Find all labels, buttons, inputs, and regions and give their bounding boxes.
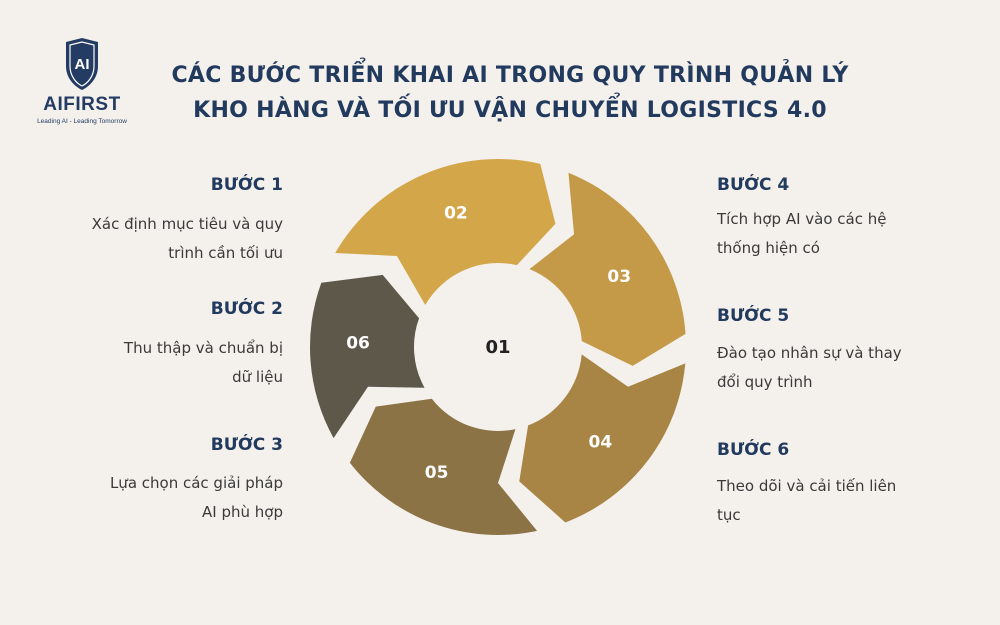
step-1-text: Xác định mục tiêu và quy trình cần tối ư… (92, 210, 283, 268)
step-4-line-2: thống hiện có (717, 239, 820, 257)
step-5-text: Đào tạo nhân sự và thay đổi quy trình (717, 339, 902, 397)
logo-emblem-text: AI (75, 56, 90, 73)
title-line-1: CÁC BƯỚC TRIỂN KHAI AI TRONG QUY TRÌNH Q… (171, 63, 849, 88)
cycle-segment-label-02: 02 (444, 203, 468, 223)
cycle-segment-05 (349, 398, 538, 535)
center-label: 01 (485, 337, 510, 358)
step-3-heading: BƯỚC 3 (210, 435, 283, 455)
step-6-heading: BƯỚC 6 (717, 440, 790, 460)
step-2-line-1: Thu thập và chuẩn bị (123, 339, 283, 357)
center-circle (418, 267, 578, 427)
cycle-segment-label-05: 05 (425, 463, 449, 483)
step-3-text: Lựa chọn các giải pháp AI phù hợp (110, 469, 283, 527)
cycle-segment-02 (335, 159, 556, 305)
step-3-line-1: Lựa chọn các giải pháp (109, 474, 283, 492)
step-1-heading: BƯỚC 1 (210, 175, 283, 195)
cycle-segment-label-06: 06 (346, 333, 370, 353)
page-title: CÁC BƯỚC TRIỂN KHAI AI TRONG QUY TRÌNH Q… (140, 58, 880, 128)
step-4-heading: BƯỚC 4 (717, 175, 790, 195)
cycle-segment-label-03: 03 (607, 267, 631, 287)
step-5-heading: BƯỚC 5 (717, 306, 790, 326)
step-6-line-2: tục (717, 506, 741, 524)
logo-name: AIFIRST (43, 94, 121, 115)
step-4-line-1: Tích hợp AI vào các hệ (717, 210, 887, 228)
title-line-2: KHO HÀNG VÀ TỐI ƯU VẬN CHUYỂN LOGISTICS … (193, 98, 827, 123)
step-6-line-1: Theo dõi và cải tiến liên (717, 477, 897, 495)
cycle-segment-label-04: 04 (589, 432, 613, 452)
step-2-heading: BƯỚC 2 (210, 299, 283, 319)
step-1-line-1: Xác định mục tiêu và quy (91, 215, 283, 233)
cycle-segment-04 (519, 354, 686, 523)
step-6-text: Theo dõi và cải tiến liên tục (717, 472, 896, 530)
logo-tagline: Leading AI - Leading Tomorrow (37, 118, 127, 125)
cycle-segment-03 (529, 172, 686, 366)
step-5-line-1: Đào tạo nhân sự và thay (717, 344, 902, 362)
step-1-line-2: trình cần tối ưu (168, 244, 283, 262)
cycle-segments: 02 03 04 05 06 (310, 159, 686, 535)
step-2-line-2: dữ liệu (232, 368, 283, 386)
step-4-text: Tích hợp AI vào các hệ thống hiện có (717, 205, 886, 263)
step-2-text: Thu thập và chuẩn bị dữ liệu (124, 334, 283, 392)
step-3-line-2: AI phù hợp (202, 503, 283, 521)
shield-logo-icon: AI (66, 38, 98, 90)
logo: AI AIFIRST Leading AI - Leading Tomorrow (22, 38, 152, 125)
cycle-segment-06 (310, 274, 425, 439)
step-5-line-2: đổi quy trình (717, 373, 813, 391)
